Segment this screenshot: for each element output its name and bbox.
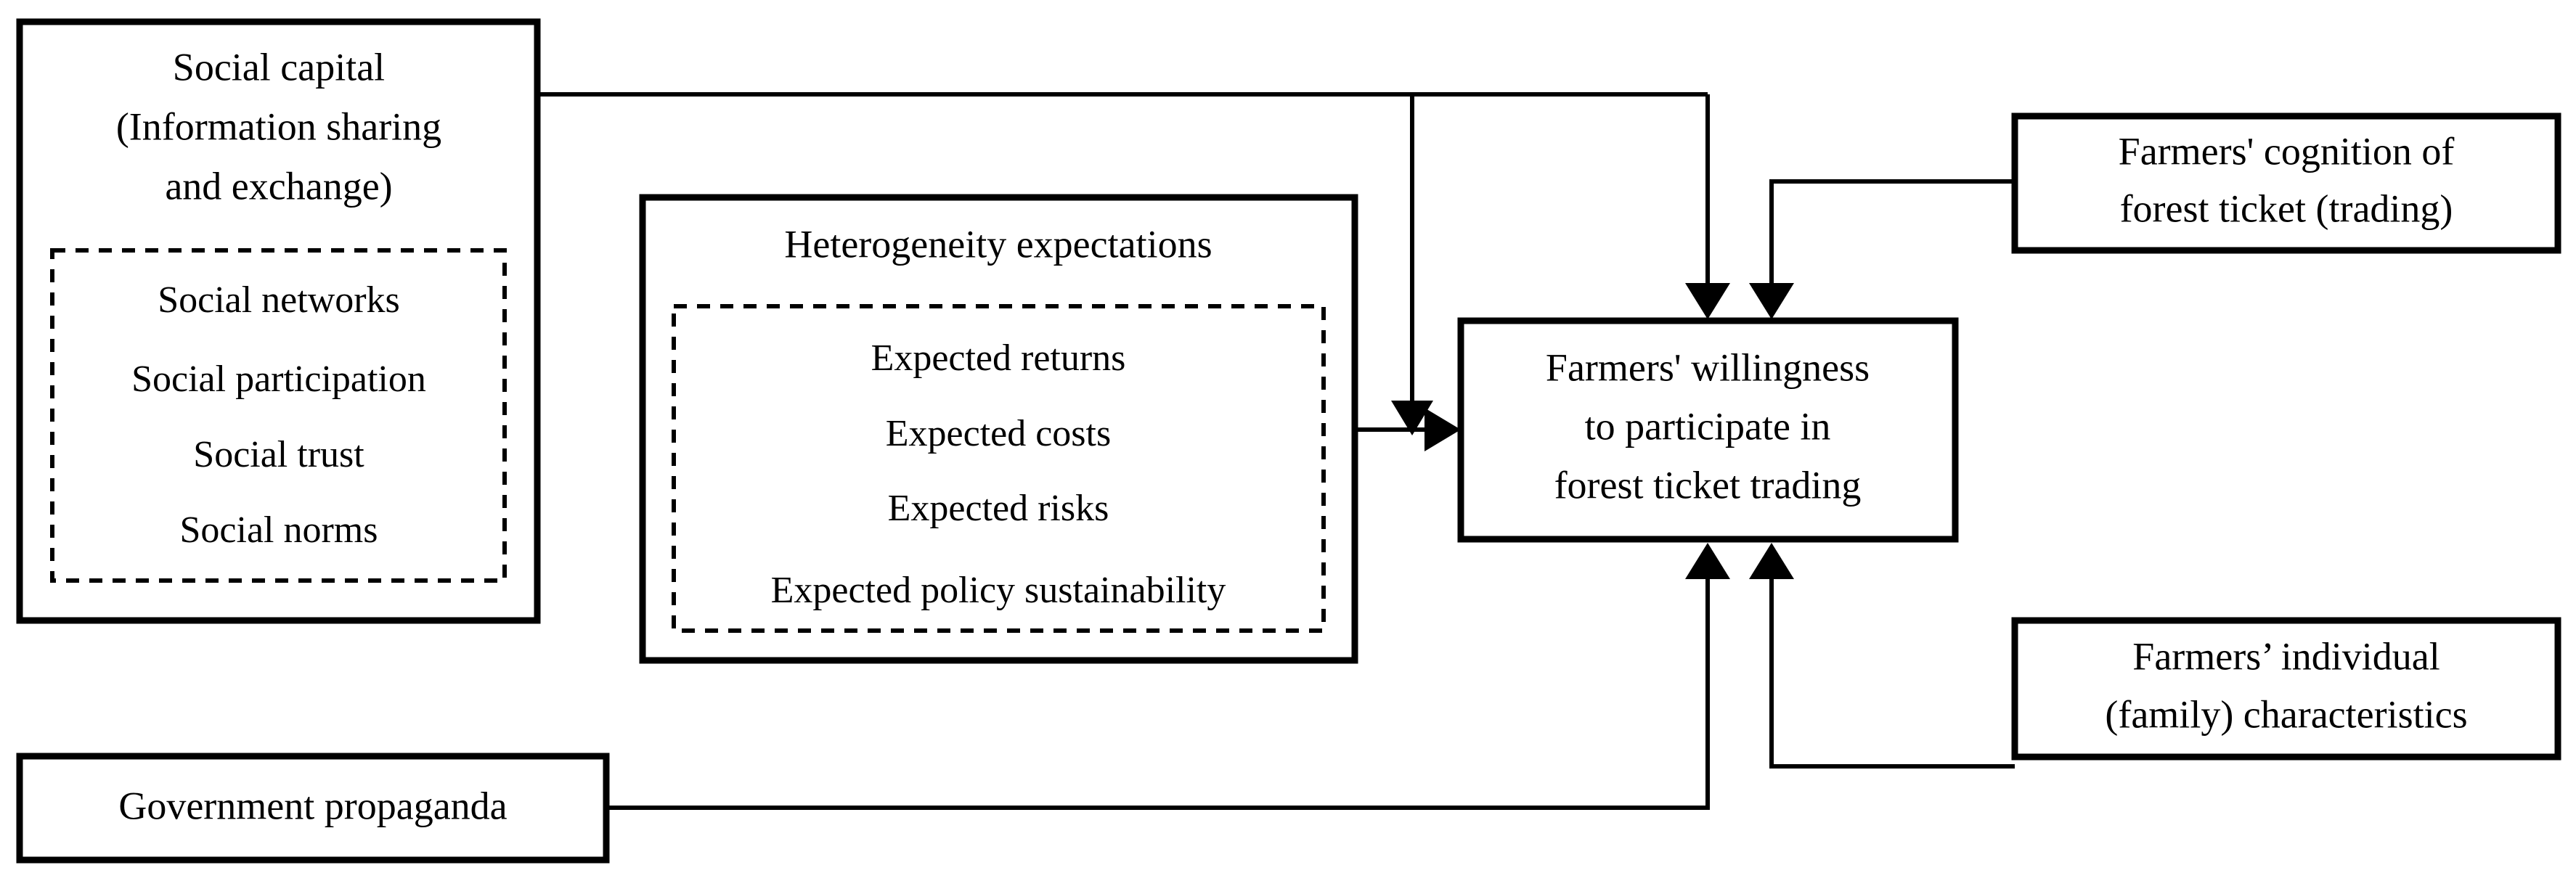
node-farmers-cognition[interactable]: Farmers' cognition of forest ticket (tra… xyxy=(2011,112,2561,254)
arrowhead-down-to-link xyxy=(1391,401,1433,435)
heterogeneity-item-expected-risks: Expected risks xyxy=(888,488,1109,529)
cognition-title-line-2: forest ticket (trading) xyxy=(2120,187,2453,230)
heterogeneity-item-expected-policy-sustainability: Expected policy sustainability xyxy=(771,570,1226,611)
arrowhead-down-cognition xyxy=(1749,283,1794,319)
social-capital-title-line-1: Social capital xyxy=(173,45,385,89)
heterogeneity-title: Heterogeneity expectations xyxy=(784,222,1212,266)
cognition-box xyxy=(2011,112,2561,254)
heterogeneity-item-expected-returns: Expected returns xyxy=(871,337,1126,379)
edge-cognition-to-willingness xyxy=(1769,179,2015,290)
willingness-title-line-1: Farmers' willingness xyxy=(1546,345,1870,389)
edge-individual-to-willingness xyxy=(1769,573,2015,769)
edge-government-to-willingness xyxy=(606,573,1710,810)
social-capital-title-line-2: (Information sharing xyxy=(116,105,441,148)
willingness-title-line-3: forest ticket trading xyxy=(1554,463,1862,507)
willingness-title-line-2: to participate in xyxy=(1585,404,1831,448)
government-box xyxy=(16,753,610,864)
node-farmers-willingness[interactable]: Farmers' willingness to participate in f… xyxy=(1457,317,1959,543)
arrowhead-right-heterogeneity xyxy=(1424,408,1461,451)
node-social-capital[interactable]: Social capital (Information sharing and … xyxy=(16,18,541,624)
node-heterogeneity-expectations[interactable]: Heterogeneity expectations Expected retu… xyxy=(639,194,1358,664)
heterogeneity-box xyxy=(639,194,1358,664)
connector-layer xyxy=(537,92,2015,810)
arrowhead-up-government xyxy=(1685,543,1730,579)
node-farmers-individual-characteristics[interactable]: Farmers’ individual (family) characteris… xyxy=(2011,617,2561,761)
social-capital-item-social-networks: Social networks xyxy=(158,279,400,321)
social-capital-item-social-norms: Social norms xyxy=(180,509,378,551)
social-capital-item-social-trust: Social trust xyxy=(193,434,364,475)
heterogeneity-item-expected-costs: Expected costs xyxy=(886,413,1111,454)
willingness-box xyxy=(1457,317,1959,543)
individual-box xyxy=(2011,617,2561,761)
social-capital-box xyxy=(16,18,541,624)
government-title: Government propaganda xyxy=(118,784,507,827)
arrowhead-down-social-capital xyxy=(1685,283,1730,319)
cognition-title-line-1: Farmers' cognition of xyxy=(2119,129,2455,173)
social-capital-items-dashed-box xyxy=(50,248,507,583)
individual-title-line-2: (family) characteristics xyxy=(2105,692,2467,736)
social-capital-title-line-3: and exchange) xyxy=(165,164,392,208)
social-capital-item-social-participation: Social participation xyxy=(131,358,426,400)
node-government-propaganda[interactable]: Government propaganda xyxy=(16,753,610,864)
individual-title-line-1: Farmers’ individual xyxy=(2132,634,2440,678)
arrowhead-up-individual xyxy=(1749,543,1794,579)
